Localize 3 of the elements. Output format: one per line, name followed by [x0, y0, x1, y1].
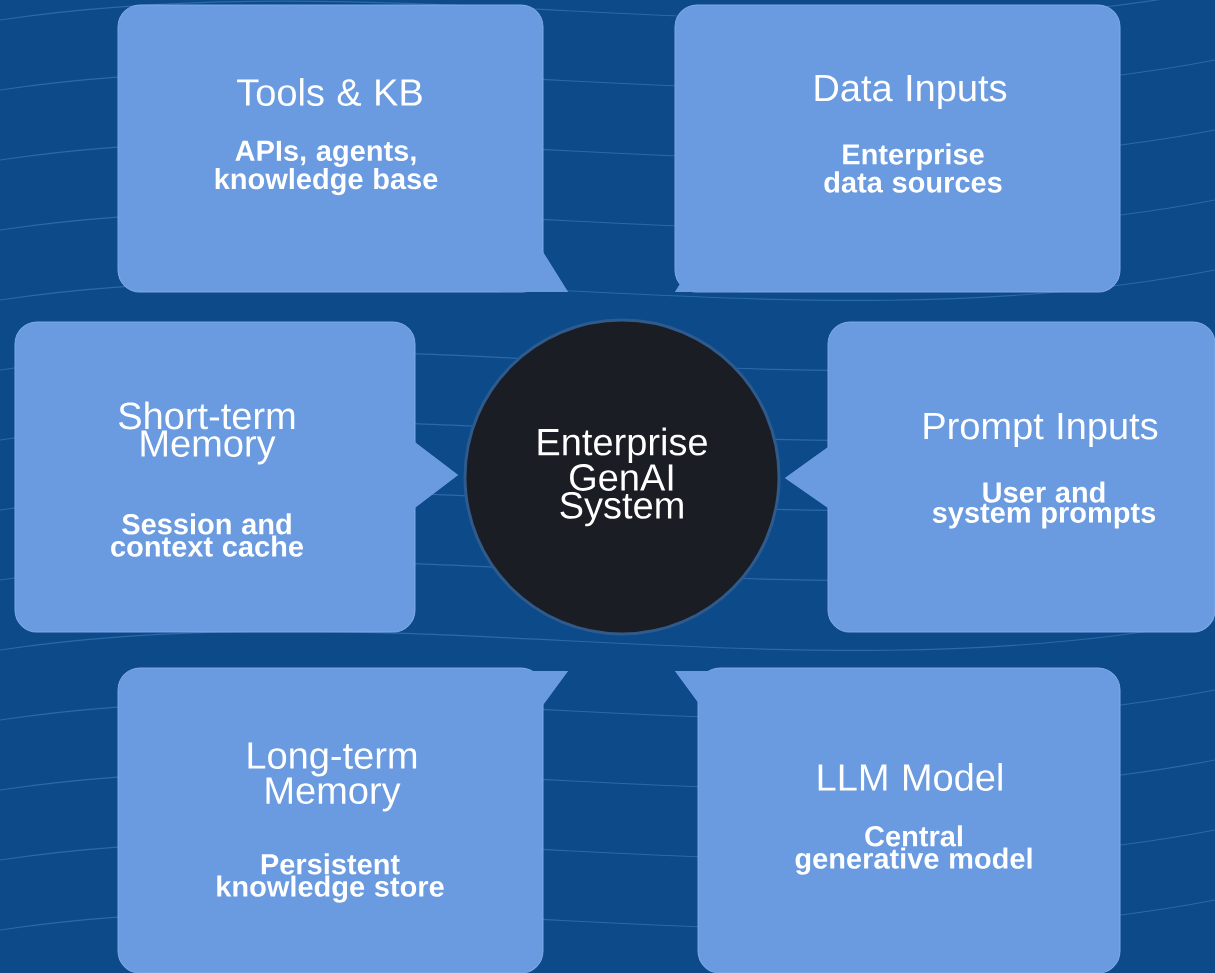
title-text: Enterprise GenAI System: [538, 427, 707, 527]
body-text: Enterprise data sources: [824, 143, 1002, 193]
title-text: Data Inputs: [815, 75, 1007, 109]
